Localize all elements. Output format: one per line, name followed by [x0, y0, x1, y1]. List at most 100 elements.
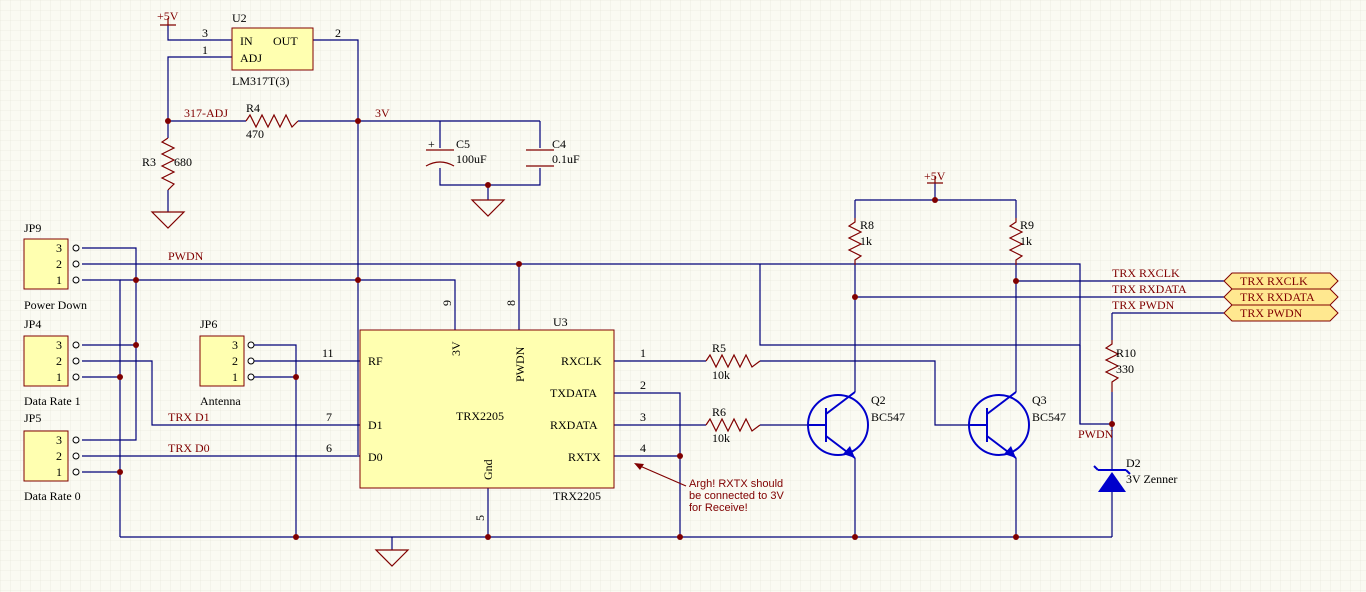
svg-text:be connected to 3V: be connected to 3V: [689, 490, 784, 502]
svg-text:D0: D0: [368, 450, 383, 464]
svg-text:9: 9: [440, 300, 454, 306]
svg-text:RXCLK: RXCLK: [561, 354, 602, 368]
svg-text:RXTX: RXTX: [568, 450, 601, 464]
resistor-r5[interactable]: R5 10k: [705, 341, 761, 382]
svg-text:Data Rate 0: Data Rate 0: [24, 489, 81, 503]
resistor-r3[interactable]: R3 680: [142, 137, 192, 191]
resistor-r8[interactable]: R8 1k: [847, 218, 874, 265]
capacitor-c4[interactable]: C4 0.1uF: [526, 137, 580, 167]
svg-text:R10: R10: [1116, 346, 1136, 360]
svg-text:TRX RXDATA: TRX RXDATA: [1240, 290, 1315, 304]
net-label-trx-d0: TRX D0: [168, 441, 210, 455]
resistor-r9[interactable]: R9 1k: [1008, 218, 1034, 265]
svg-text:4: 4: [640, 441, 646, 455]
port-trx-rxdata[interactable]: TRX RXDATA: [1223, 288, 1339, 306]
ground-symbol-main: [374, 549, 410, 567]
svg-text:JP5: JP5: [24, 411, 41, 425]
svg-text:2: 2: [56, 354, 62, 368]
svg-text:IN: IN: [240, 34, 253, 48]
svg-text:330: 330: [1116, 362, 1134, 376]
port-trx-rxclk[interactable]: TRX RXCLK: [1223, 272, 1339, 290]
junctions: [117, 118, 1115, 540]
jumper-jp4[interactable]: JP4 3 2 1 Data Rate 1: [23, 317, 81, 408]
u2-regulator[interactable]: U2 IN OUT ADJ LM317T(3) 3 1 2: [202, 11, 341, 88]
svg-text:R4: R4: [246, 101, 260, 115]
svg-text:JP9: JP9: [24, 221, 41, 235]
svg-text:U2: U2: [232, 11, 247, 25]
transistor-q2[interactable]: Q2 BC547: [807, 391, 905, 459]
net-label-trx-rxdata: TRX RXDATA: [1112, 282, 1187, 296]
svg-text:Data Rate 1: Data Rate 1: [24, 394, 81, 408]
svg-text:Q2: Q2: [871, 393, 886, 407]
svg-text:TRX2205: TRX2205: [553, 489, 601, 503]
svg-text:3: 3: [202, 26, 208, 40]
svg-text:BC547: BC547: [1032, 410, 1066, 424]
jumper-jp9[interactable]: JP9 3 2 1 Power Down: [23, 221, 87, 312]
svg-text:3: 3: [640, 410, 646, 424]
svg-text:100uF: 100uF: [456, 152, 487, 166]
svg-text:3V: 3V: [449, 341, 463, 356]
port-trx-pwdn[interactable]: TRX PWDN: [1223, 304, 1339, 322]
svg-text:D2: D2: [1126, 456, 1141, 470]
net-label-pwdn-zener: PWDN: [1078, 427, 1114, 441]
svg-text:1k: 1k: [860, 234, 872, 248]
capacitor-c5[interactable]: + C5 100uF: [425, 137, 487, 167]
svg-text:Power Down: Power Down: [24, 298, 87, 312]
svg-text:TRX2205: TRX2205: [456, 409, 504, 423]
net-label-trx-pwdn: TRX PWDN: [1112, 298, 1175, 312]
svg-text:10k: 10k: [712, 368, 730, 382]
svg-text:PWDN: PWDN: [513, 346, 527, 382]
svg-text:2: 2: [56, 449, 62, 463]
svg-text:for Receive!: for Receive!: [689, 502, 748, 514]
svg-text:JP4: JP4: [24, 317, 41, 331]
svg-text:Antenna: Antenna: [200, 394, 241, 408]
zener-d2[interactable]: D2 3V Zenner: [1093, 456, 1177, 492]
svg-text:10k: 10k: [712, 431, 730, 445]
svg-text:+: +: [428, 137, 435, 151]
svg-text:TXDATA: TXDATA: [550, 386, 597, 400]
svg-text:7: 7: [326, 410, 332, 424]
resistor-r6[interactable]: R6 10k: [705, 405, 761, 445]
plus5v-symbol-left: +5V: [157, 9, 179, 26]
svg-text:D1: D1: [368, 418, 383, 432]
svg-text:TRX RXCLK: TRX RXCLK: [1240, 274, 1308, 288]
svg-text:OUT: OUT: [273, 34, 298, 48]
svg-text:LM317T(3): LM317T(3): [232, 74, 289, 88]
svg-text:8: 8: [504, 300, 518, 306]
svg-text:TRX PWDN: TRX PWDN: [1240, 306, 1303, 320]
svg-text:3: 3: [56, 241, 62, 255]
svg-text:C4: C4: [552, 137, 566, 151]
u3-transceiver[interactable]: U3 TRX2205 TRX2205 RF D1 D0 RXCLK TXDATA…: [322, 300, 646, 521]
net-label-317-adj: 317-ADJ: [184, 106, 228, 120]
svg-text:3: 3: [56, 433, 62, 447]
svg-text:5: 5: [473, 515, 487, 521]
svg-text:1k: 1k: [1020, 234, 1032, 248]
svg-text:RF: RF: [368, 354, 383, 368]
svg-text:Argh! RXTX should: Argh! RXTX should: [689, 478, 783, 490]
svg-text:RXDATA: RXDATA: [550, 418, 598, 432]
svg-text:2: 2: [232, 354, 238, 368]
jumper-jp5[interactable]: JP5 3 2 1 Data Rate 0: [23, 411, 81, 503]
svg-text:11: 11: [322, 346, 334, 360]
svg-text:3: 3: [56, 338, 62, 352]
svg-text:3V Zenner: 3V Zenner: [1126, 472, 1177, 486]
resistor-r10[interactable]: R10 330: [1104, 340, 1136, 392]
svg-text:Q3: Q3: [1032, 393, 1047, 407]
svg-text:R8: R8: [860, 218, 874, 232]
svg-text:470: 470: [246, 127, 264, 141]
net-label-trx-d1: TRX D1: [168, 410, 210, 424]
resistor-r4[interactable]: R4 470: [245, 101, 299, 141]
transistor-q3[interactable]: Q3 BC547: [968, 391, 1066, 459]
annotation-note: Argh! RXTX should be connected to 3V for…: [634, 463, 784, 514]
svg-text:R6: R6: [712, 405, 726, 419]
svg-text:+5V: +5V: [924, 169, 946, 183]
svg-text:+5V: +5V: [157, 9, 179, 23]
net-label-trx-rxclk: TRX RXCLK: [1112, 266, 1180, 280]
plus5v-symbol-right: +5V: [924, 169, 946, 184]
net-label-pwdn: PWDN: [168, 249, 204, 263]
svg-text:0.1uF: 0.1uF: [552, 152, 580, 166]
svg-text:JP6: JP6: [200, 317, 217, 331]
svg-text:BC547: BC547: [871, 410, 905, 424]
jumper-jp6[interactable]: JP6 3 2 1 Antenna: [199, 317, 255, 408]
